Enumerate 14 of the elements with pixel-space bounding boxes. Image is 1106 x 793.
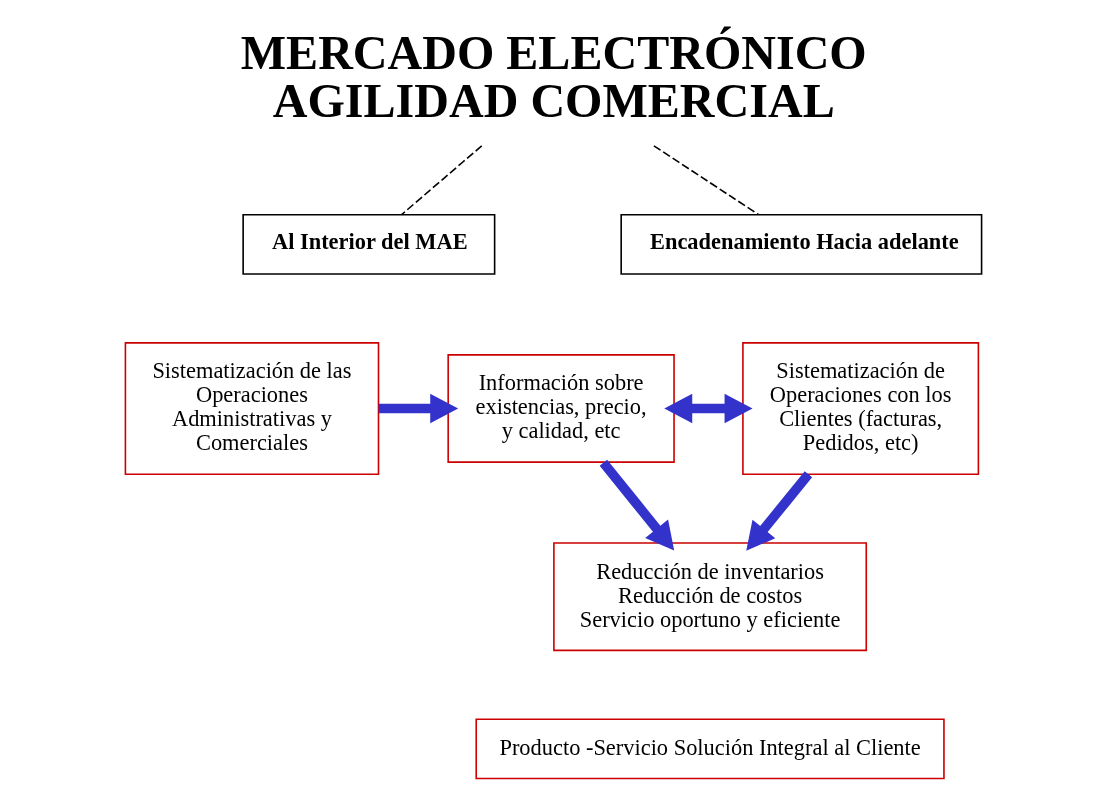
arrow [663,393,753,424]
node-box: Información sobre existencias, precio, y calidad, etc [446,354,675,463]
node-box: Sistematización de las Operaciones Administrativas y Comerciales [124,342,379,475]
node-box: Al Interior del MAE [241,213,495,275]
node-box: Encadenamiento Hacia adelante [619,213,982,275]
connector [652,145,759,216]
node-box: Reducción de inventarios Reducción de costos Servicio oportuno y eficiente [552,542,867,652]
arrow [599,459,674,551]
node-box: Producto -Servicio Solución Integral al Cliente [474,718,945,780]
connector [400,145,482,216]
arrow [745,471,812,551]
node-box: Sistematización de Operaciones con los Clientes (facturas, Pedidos, etc) [741,342,979,475]
arrow [378,393,458,424]
node-text: MERCADO ELECTRÓNICO AGILIDAD COMERCIAL [240,25,867,127]
